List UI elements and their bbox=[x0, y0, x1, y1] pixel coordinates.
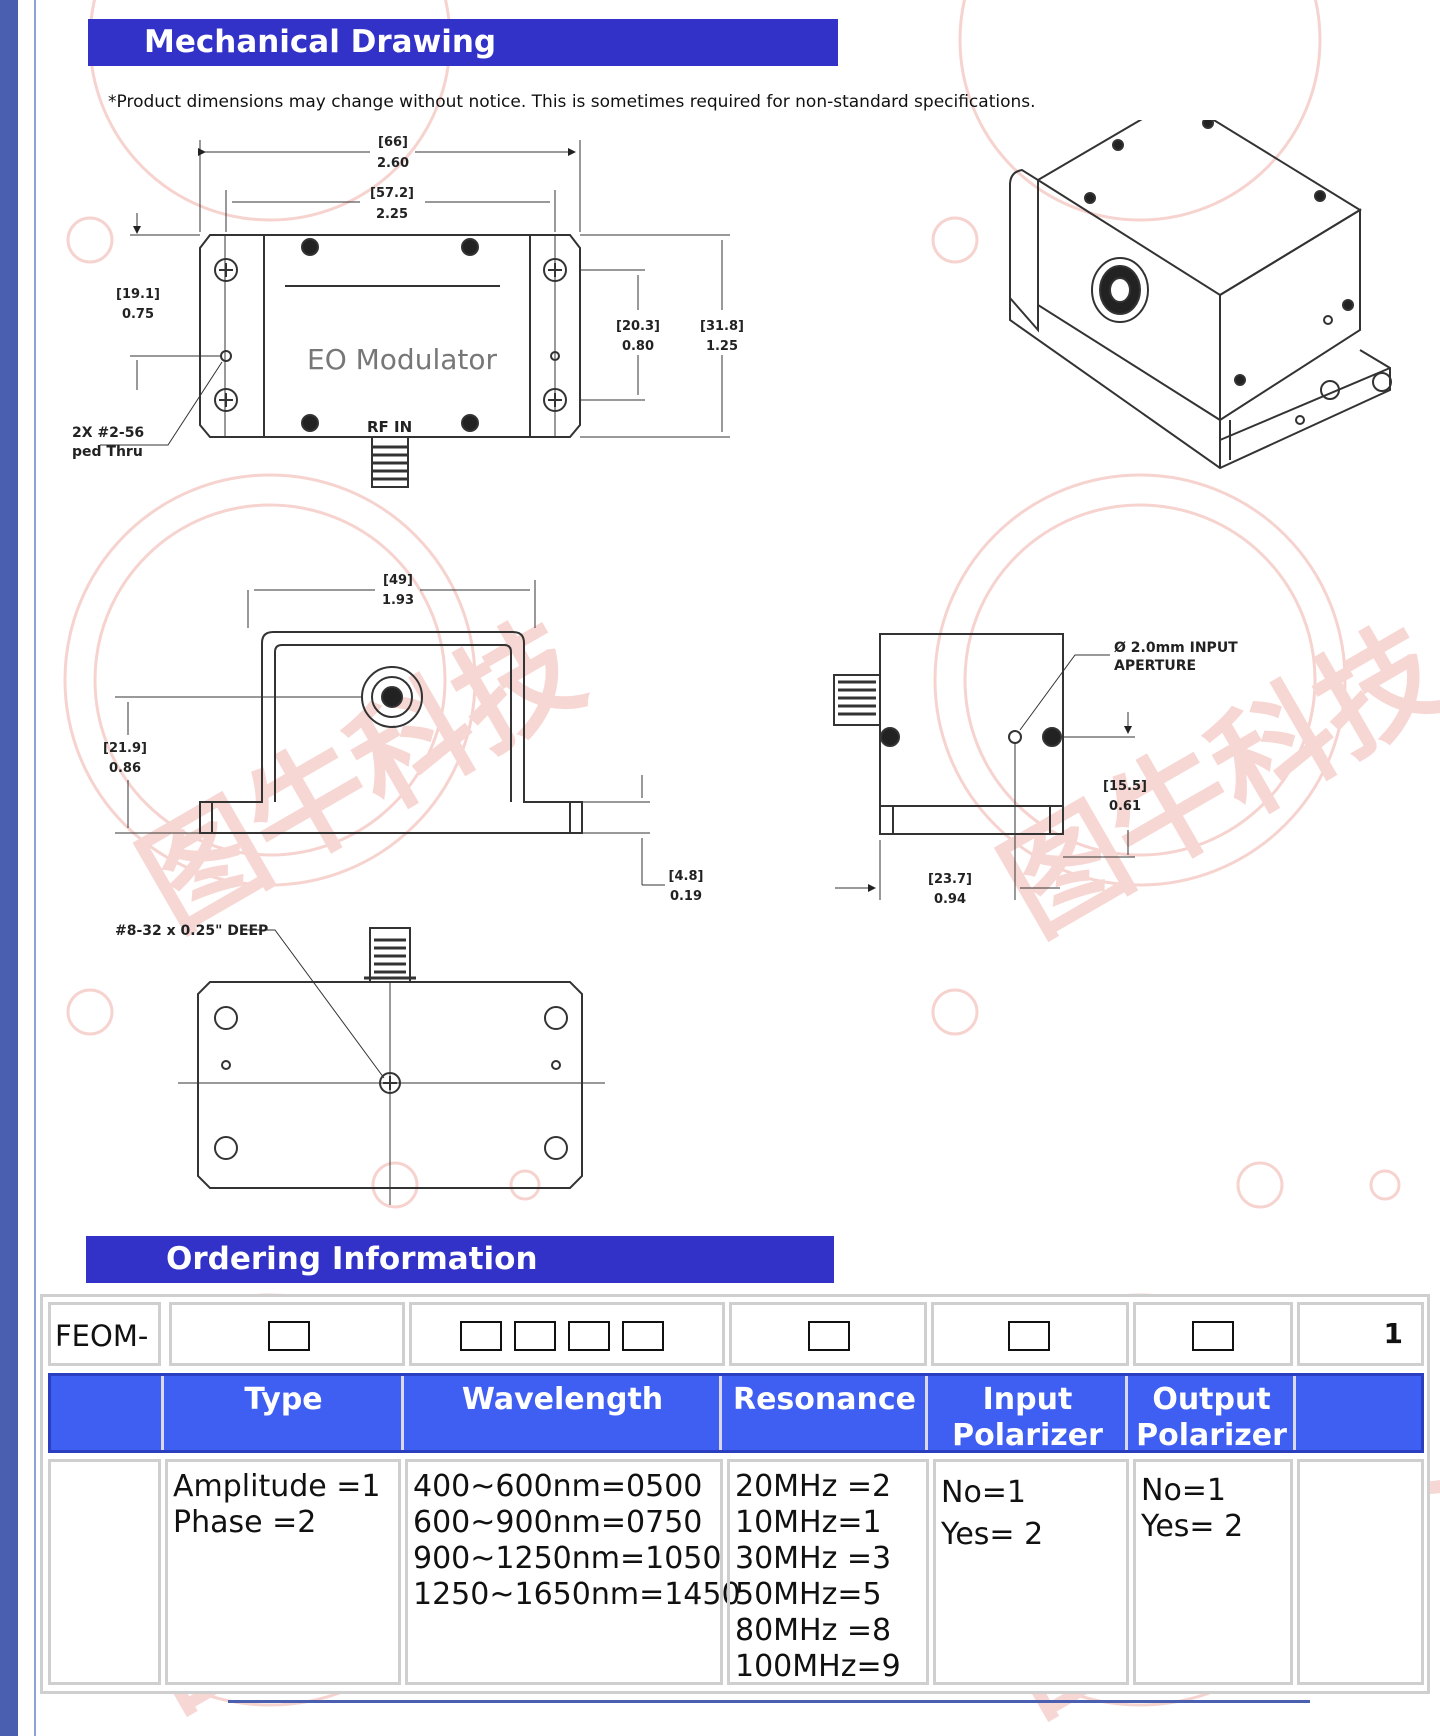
header-resonance: Resonance bbox=[724, 1376, 928, 1450]
dim-front-width-mm: [49] bbox=[383, 573, 413, 588]
code-box-wavelength-4[interactable] bbox=[622, 1321, 664, 1351]
value-input-polarizer-cell: No=1 Yes= 2 bbox=[933, 1459, 1129, 1685]
wavelength-option-1: 400~600nm=0500 bbox=[413, 1469, 703, 1504]
code-prefix-cell: FEOM- bbox=[48, 1302, 161, 1366]
resonance-option-4: 50MHz=5 bbox=[735, 1577, 882, 1612]
dim-top-mid-mm: [20.3] bbox=[616, 319, 660, 334]
code-type-cell bbox=[169, 1302, 405, 1366]
code-box-wavelength-2[interactable] bbox=[514, 1321, 556, 1351]
header-output-polarizer-line2: Polarizer bbox=[1136, 1418, 1287, 1453]
resonance-option-2: 10MHz=1 bbox=[735, 1505, 882, 1540]
value-type-cell: Amplitude =1 Phase =2 bbox=[165, 1459, 401, 1685]
dim-front-base-in: 0.19 bbox=[670, 889, 702, 904]
header-blank-left bbox=[51, 1376, 164, 1450]
code-resonance-cell bbox=[729, 1302, 927, 1366]
resonance-option-1: 20MHz =2 bbox=[735, 1469, 892, 1504]
output-polarizer-option-2: Yes= 2 bbox=[1141, 1509, 1244, 1544]
dim-front-width-in: 1.93 bbox=[382, 593, 414, 608]
left-accent-bar bbox=[0, 0, 18, 1736]
wavelength-option-2: 600~900nm=0750 bbox=[413, 1505, 703, 1540]
value-blank-right bbox=[1297, 1459, 1424, 1685]
code-input-polarizer-cell bbox=[931, 1302, 1129, 1366]
type-option-2: Phase =2 bbox=[173, 1505, 317, 1540]
dim-side-vertical-mm: [15.5] bbox=[1103, 779, 1147, 794]
header-wavelength-label: Wavelength bbox=[461, 1382, 664, 1417]
value-output-polarizer-cell: No=1 Yes= 2 bbox=[1133, 1459, 1293, 1685]
rf-in-label: RF IN bbox=[367, 418, 412, 436]
header-type: Type bbox=[166, 1376, 404, 1450]
value-wavelength-cell: 400~600nm=0500 600~900nm=0750 900~1250nm… bbox=[405, 1459, 741, 1685]
wavelength-option-3: 900~1250nm=1050 bbox=[413, 1541, 722, 1576]
dim-top-left-mm: [19.1] bbox=[116, 287, 160, 302]
ordering-information-header: Ordering Information bbox=[86, 1236, 834, 1283]
hole-note-line-2: ped Thru bbox=[72, 444, 143, 460]
dim-front-height-in: 0.86 bbox=[109, 761, 141, 776]
dim-top-height-mm: [31.8] bbox=[700, 319, 744, 334]
dim-front-height-mm: [21.9] bbox=[103, 741, 147, 756]
resonance-option-3: 30MHz =3 bbox=[735, 1541, 892, 1576]
dim-front-base-mm: [4.8] bbox=[669, 869, 704, 884]
dim-side-horizontal-mm: [23.7] bbox=[928, 872, 972, 887]
dim-side-vertical-in: 0.61 bbox=[1109, 799, 1141, 814]
header-input-polarizer-line1: Input bbox=[982, 1382, 1073, 1417]
top-view bbox=[100, 140, 730, 488]
type-option-1: Amplitude =1 bbox=[173, 1469, 381, 1504]
mechanical-drawings: EO Modulator RF IN [66] 2.60 [57.2] 2.25… bbox=[72, 120, 1392, 1205]
dimension-note: *Product dimensions may change without n… bbox=[108, 92, 1036, 112]
bottom-divider bbox=[228, 1700, 1310, 1703]
code-box-output-polarizer[interactable] bbox=[1192, 1321, 1234, 1351]
resonance-option-6: 100MHz=9 bbox=[735, 1649, 901, 1684]
input-polarizer-option-1: No=1 bbox=[941, 1475, 1027, 1510]
aperture-note-line-2: APERTURE bbox=[1114, 658, 1196, 674]
header-blank-right bbox=[1298, 1376, 1421, 1450]
aperture-note-line-1: Ø 2.0mm INPUT bbox=[1114, 640, 1238, 656]
value-blank-left bbox=[48, 1459, 161, 1685]
mechanical-drawing-header: Mechanical Drawing bbox=[88, 19, 838, 66]
dim-top-inner-mm: [57.2] bbox=[370, 186, 414, 201]
dim-top-width-in: 2.60 bbox=[377, 156, 409, 171]
resonance-option-5: 80MHz =8 bbox=[735, 1613, 892, 1648]
header-wavelength: Wavelength bbox=[406, 1376, 722, 1450]
thread-depth-note: #8-32 x 0.25" DEEP bbox=[115, 923, 268, 939]
header-output-polarizer-line1: Output bbox=[1152, 1382, 1271, 1417]
hole-note-line-1: 2X #2-56 bbox=[72, 425, 144, 441]
code-box-wavelength-3[interactable] bbox=[568, 1321, 610, 1351]
code-suffix: 1 bbox=[1383, 1317, 1403, 1350]
code-box-wavelength-1[interactable] bbox=[460, 1321, 502, 1351]
dim-top-height-in: 1.25 bbox=[706, 339, 738, 354]
wavelength-option-4: 1250~1650nm=1450 bbox=[413, 1577, 741, 1612]
eo-modulator-label: EO Modulator bbox=[307, 343, 497, 376]
code-box-resonance[interactable] bbox=[808, 1321, 850, 1351]
dim-top-left-in: 0.75 bbox=[122, 307, 154, 322]
code-prefix: FEOM- bbox=[55, 1319, 149, 1353]
code-suffix-cell: 1 bbox=[1297, 1302, 1424, 1366]
dim-top-mid-in: 0.80 bbox=[622, 339, 654, 354]
header-resonance-label: Resonance bbox=[732, 1382, 916, 1417]
code-output-polarizer-cell bbox=[1133, 1302, 1293, 1366]
dim-side-horizontal-in: 0.94 bbox=[934, 892, 966, 907]
side-view bbox=[833, 633, 1135, 900]
code-box-type[interactable] bbox=[268, 1321, 310, 1351]
output-polarizer-option-1: No=1 bbox=[1141, 1473, 1227, 1508]
code-box-input-polarizer[interactable] bbox=[1008, 1321, 1050, 1351]
isometric-view bbox=[1009, 120, 1392, 470]
left-accent-line bbox=[34, 0, 36, 1736]
header-type-label: Type bbox=[244, 1382, 323, 1417]
bottom-view bbox=[178, 927, 605, 1205]
dim-top-width-mm: [66] bbox=[378, 135, 408, 150]
header-input-polarizer-line2: Polarizer bbox=[952, 1418, 1103, 1453]
input-polarizer-option-2: Yes= 2 bbox=[941, 1517, 1044, 1552]
dim-top-inner-in: 2.25 bbox=[376, 207, 408, 222]
front-view bbox=[115, 580, 665, 886]
code-wavelength-cell bbox=[409, 1302, 725, 1366]
value-resonance-cell: 20MHz =2 10MHz=1 30MHz =3 50MHz=5 80MHz … bbox=[727, 1459, 929, 1685]
